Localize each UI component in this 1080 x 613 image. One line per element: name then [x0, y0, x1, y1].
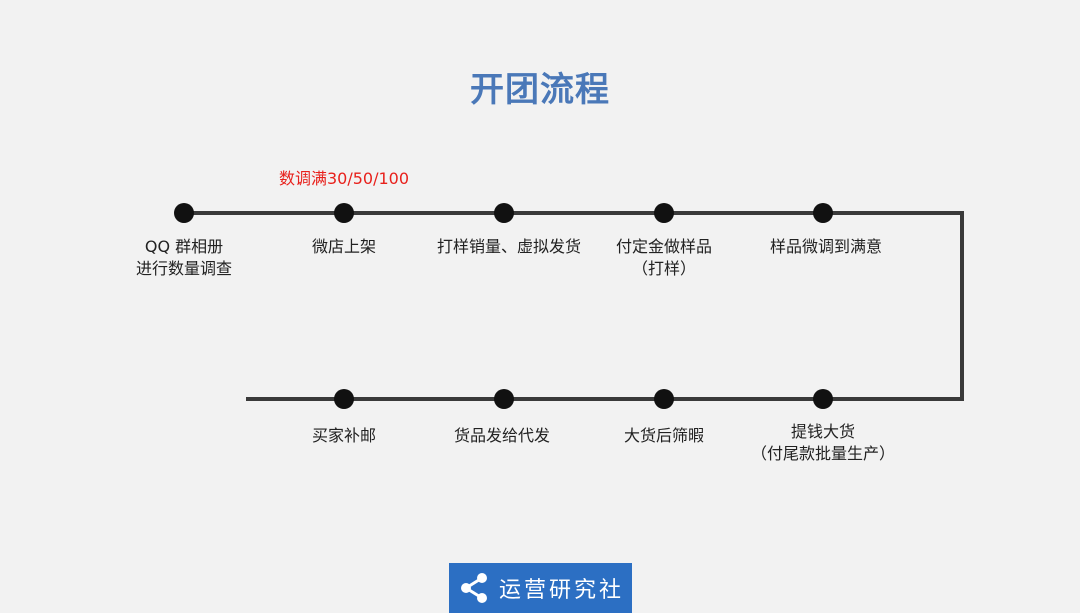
step-label: 提钱大货（付尾款批量生产） — [750, 422, 896, 463]
step-label: QQ 群相册进行数量调查 — [135, 237, 233, 278]
logo-text: 运营研究社 — [498, 578, 624, 603]
step-node — [813, 203, 833, 223]
step-label: 打样销量、虚拟发货 — [436, 237, 582, 256]
step-node — [654, 389, 674, 409]
step-node — [494, 389, 514, 409]
right-connector-line — [960, 211, 964, 401]
step-node — [654, 203, 674, 223]
brand-logo: 运营研究社 — [449, 563, 632, 613]
page-title: 开团流程 — [470, 70, 610, 110]
step-label: 大货后筛暇 — [623, 426, 705, 445]
step-node — [334, 203, 354, 223]
step-label: 付定金做样品（打样） — [615, 237, 713, 278]
step-label: 样品微调到满意 — [769, 237, 883, 256]
step-node — [334, 389, 354, 409]
step-label: 微店上架 — [311, 237, 377, 256]
top-connector-line — [184, 211, 964, 215]
step-label: 买家补邮 — [311, 426, 377, 445]
step-node — [813, 389, 833, 409]
bottom-connector-line — [246, 397, 964, 401]
step-label: 货品发给代发 — [453, 426, 551, 445]
annotation-note: 数调满30/50/100 — [279, 169, 410, 188]
step-node — [494, 203, 514, 223]
share-icon — [460, 573, 487, 603]
step-node — [174, 203, 194, 223]
